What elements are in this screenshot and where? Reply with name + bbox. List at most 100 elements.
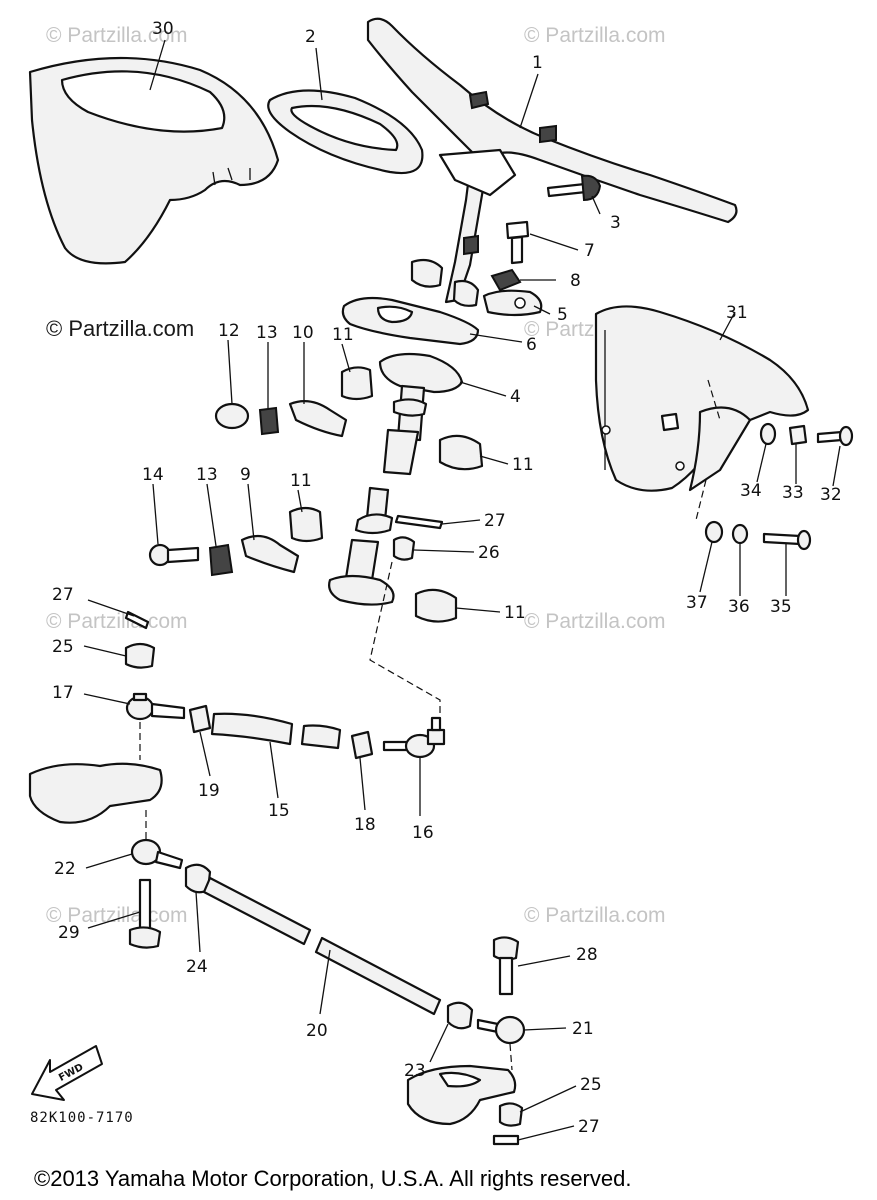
callout-1: 1 <box>532 53 543 73</box>
callout-10: 10 <box>292 323 314 343</box>
part-1-handlebar <box>366 17 738 307</box>
callout-27: 27 <box>484 511 506 531</box>
assembly-line <box>707 379 721 421</box>
part-25-nut <box>124 642 156 669</box>
callout-36: 36 <box>728 597 750 617</box>
callout-11: 11 <box>512 455 534 475</box>
part-5-clamp <box>482 289 543 317</box>
callout-3: 3 <box>610 213 621 233</box>
part-9-holder <box>240 534 300 574</box>
copyright-notice: ©2013 Yamaha Motor Corporation, U.S.A. A… <box>34 1166 631 1191</box>
callout-6: 6 <box>526 335 537 355</box>
part-11-grommet <box>438 434 484 471</box>
callout-4: 4 <box>510 387 521 407</box>
assembly-line <box>695 479 707 521</box>
part-10-holder <box>288 399 348 438</box>
part-23-nut <box>446 1001 474 1030</box>
callout-9: 9 <box>240 465 251 485</box>
callout-28: 28 <box>576 945 598 965</box>
callout-11: 11 <box>290 471 312 491</box>
part-8-nut <box>490 268 522 292</box>
callout-21: 21 <box>572 1019 594 1039</box>
part-36-washer <box>731 523 749 545</box>
part-13-bushing <box>208 543 234 577</box>
part-11-grommet <box>414 588 458 623</box>
callout-32: 32 <box>820 485 842 505</box>
callout-34: 34 <box>740 481 762 501</box>
diagram-code: 82K100-7170 <box>30 1110 134 1126</box>
part-27-cotter-pin <box>394 514 444 530</box>
watermark: © Partzilla.com <box>524 24 666 47</box>
callout-27: 27 <box>578 1117 600 1137</box>
part-16-ball-joint <box>382 716 446 759</box>
callout-labels: 30 2 1 3 7 8 5 6 4 12 13 10 11 11 14 13 … <box>52 19 842 1137</box>
callout-37: 37 <box>686 593 708 613</box>
callout-29: 29 <box>58 923 80 943</box>
part-32-screw <box>816 425 854 447</box>
part-11-collar <box>288 506 324 543</box>
part-35-screw <box>762 529 812 551</box>
callout-17: 17 <box>52 683 74 703</box>
part-19-nut <box>188 704 212 734</box>
part-28-bolt <box>492 936 520 996</box>
callout-25: 25 <box>52 637 74 657</box>
part-13-bushing <box>258 406 280 436</box>
part-column-lower <box>328 486 395 606</box>
part-2-handle-grip <box>267 89 424 175</box>
callout-35: 35 <box>770 597 792 617</box>
callout-22: 22 <box>54 859 76 879</box>
part-11-collar <box>340 366 374 401</box>
part-14-bolt <box>148 543 200 567</box>
callout-11: 11 <box>504 603 526 623</box>
part-27-cotter-pin <box>124 610 150 630</box>
forward-arrow-icon: FWD <box>31 1045 103 1101</box>
callout-5: 5 <box>557 305 568 325</box>
part-3-bolt <box>546 174 602 202</box>
callout-13: 13 <box>256 323 278 343</box>
watermark: © Partzilla.com <box>524 610 666 633</box>
callout-31: 31 <box>726 303 748 323</box>
part-34-washer <box>759 422 777 446</box>
watermark: © Partzilla.com <box>524 904 666 927</box>
callout-24: 24 <box>186 957 208 977</box>
callout-15: 15 <box>268 801 290 821</box>
callout-2: 2 <box>305 27 316 47</box>
part-mount-bracket <box>28 762 163 824</box>
callout-12: 12 <box>218 321 240 341</box>
callout-18: 18 <box>354 815 376 835</box>
part-12-cap <box>214 402 250 430</box>
watermark: © Partzilla.com <box>46 904 188 927</box>
part-21-ball-joint <box>476 1015 526 1045</box>
callout-25: 25 <box>580 1075 602 1095</box>
part-6-bracket <box>341 296 480 346</box>
part-20-tie-rod <box>202 876 442 1016</box>
callout-23: 23 <box>404 1061 426 1081</box>
callout-13: 13 <box>196 465 218 485</box>
part-29-bolt <box>128 878 162 949</box>
part-33-collar <box>788 424 808 446</box>
callout-8: 8 <box>570 271 581 291</box>
callout-26: 26 <box>478 543 500 563</box>
callout-30: 30 <box>152 19 174 39</box>
part-18-nut <box>350 730 374 760</box>
part-27-cotter-pin <box>492 1134 520 1146</box>
part-25-nut <box>498 1102 524 1127</box>
callout-20: 20 <box>306 1021 328 1041</box>
part-rod-segment <box>300 724 342 750</box>
part-lower-bracket <box>406 1064 517 1126</box>
watermark: © Partzilla.com <box>46 24 188 47</box>
callout-19: 19 <box>198 781 220 801</box>
part-30-handlebar-cover <box>28 56 280 265</box>
watermark-main: © Partzilla.com <box>46 316 194 341</box>
callout-16: 16 <box>412 823 434 843</box>
part-37-washer <box>704 520 724 544</box>
callout-27: 27 <box>52 585 74 605</box>
watermark: © Partzilla.com <box>46 610 188 633</box>
part-17-ball-joint <box>125 692 186 721</box>
leader-lines <box>83 39 841 1141</box>
callout-33: 33 <box>782 483 804 503</box>
callout-11: 11 <box>332 325 354 345</box>
part-31-side-panel <box>594 305 810 492</box>
assembly-line <box>509 1043 513 1071</box>
